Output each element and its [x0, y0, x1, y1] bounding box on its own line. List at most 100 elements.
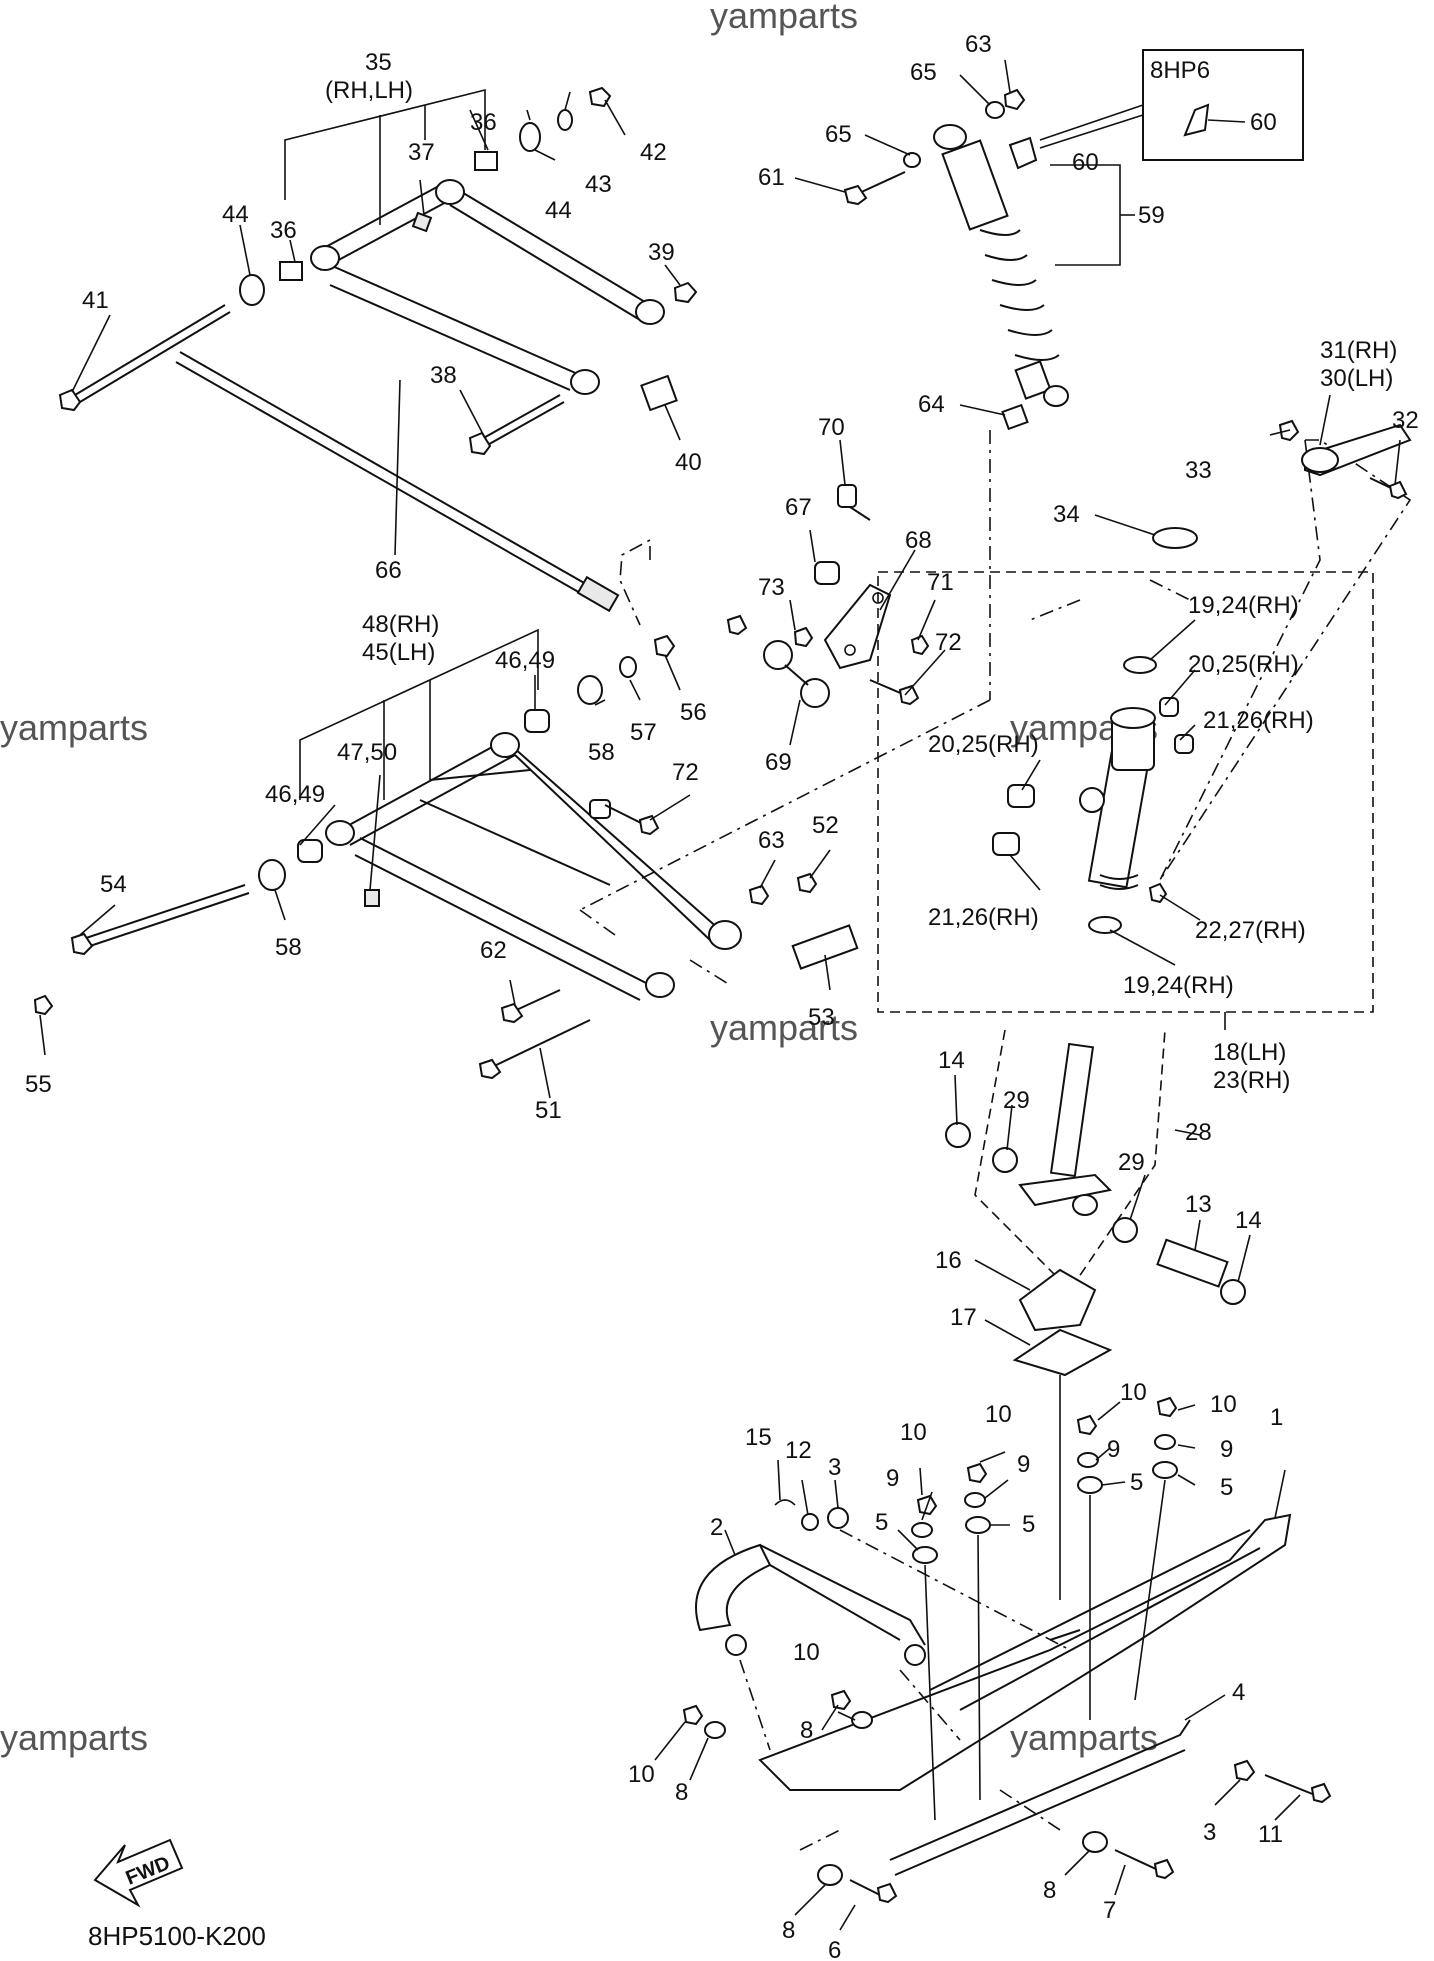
bolt-32[interactable] — [1369, 477, 1408, 500]
washer-9-c[interactable] — [1077, 1452, 1099, 1468]
nut-56[interactable] — [653, 634, 676, 658]
upper-arm-assembly[interactable] — [284, 88, 665, 395]
collar-21-lower[interactable] — [992, 832, 1020, 856]
lower-arm-assembly[interactable] — [299, 628, 742, 1001]
ski-1[interactable] — [758, 1513, 1292, 1791]
bushing-19-upper[interactable] — [1123, 656, 1157, 674]
nut-63-top[interactable] — [1003, 88, 1026, 111]
bracket-68[interactable] — [823, 583, 892, 670]
washer-5-a[interactable] — [912, 1546, 938, 1564]
washer-65-left[interactable] — [903, 152, 921, 168]
cap-34[interactable] — [1152, 527, 1198, 549]
bushing-14-left[interactable] — [945, 1122, 971, 1148]
leader-lines — [39, 59, 1401, 1931]
label-29-right: 29 — [1118, 1149, 1145, 1176]
bolt-62[interactable] — [500, 989, 561, 1024]
collar-13[interactable] — [1156, 1238, 1229, 1288]
bushing-29-left[interactable] — [992, 1147, 1018, 1173]
collar-21-upper[interactable] — [1174, 734, 1194, 754]
cotter-pin-15[interactable] — [774, 1499, 796, 1506]
nut-52[interactable] — [796, 872, 818, 894]
bolt-72-lower[interactable] — [604, 804, 660, 836]
washer-8-ski-left[interactable] — [704, 1721, 726, 1739]
bolt-54[interactable] — [70, 884, 250, 956]
ski-column-28[interactable] — [1018, 1042, 1113, 1216]
washer-9-d[interactable] — [1154, 1434, 1176, 1450]
plate-17[interactable] — [1012, 1328, 1113, 1377]
bushing-36-right[interactable] — [474, 151, 498, 171]
stabilizer-bar-66[interactable] — [175, 351, 620, 613]
label-60: 60 — [1072, 149, 1099, 176]
label-34: 34 — [1053, 501, 1080, 528]
collar-20-upper[interactable] — [1159, 697, 1179, 717]
bolt-41[interactable] — [58, 304, 231, 412]
washer-12[interactable] — [801, 1513, 819, 1531]
bolt-6[interactable] — [849, 1879, 898, 1904]
nut-10-d[interactable] — [1156, 1396, 1178, 1418]
nut-3-right[interactable] — [1233, 1759, 1256, 1782]
nut-73a[interactable] — [726, 614, 748, 636]
washer-65-top[interactable] — [985, 101, 1005, 119]
bolt-72-upper[interactable] — [869, 679, 920, 706]
bolt-11[interactable] — [1264, 1774, 1332, 1804]
nut-10-b[interactable] — [966, 1462, 988, 1484]
label-44-right: 44 — [545, 197, 572, 224]
wear-bar-4[interactable] — [889, 1719, 1191, 1876]
washer-9-a[interactable] — [911, 1522, 933, 1538]
nut-10-ski-left[interactable] — [682, 1704, 704, 1726]
bolt-38[interactable] — [468, 394, 565, 456]
grease-fitting-47[interactable] — [364, 889, 380, 907]
bolt-7[interactable] — [1114, 1849, 1175, 1880]
label-58-lower: 58 — [275, 934, 302, 961]
collar-40[interactable] — [640, 374, 678, 412]
nut-10-mid[interactable] — [830, 1689, 852, 1711]
washer-44-right[interactable] — [519, 122, 541, 152]
bolt-61[interactable] — [843, 171, 906, 206]
nut-55[interactable] — [33, 994, 54, 1016]
grease-fitting-22[interactable] — [1148, 882, 1168, 904]
link-rod-69[interactable] — [763, 640, 830, 708]
washer-8-bottom-left[interactable] — [817, 1864, 843, 1886]
bushing-14-right[interactable] — [1220, 1279, 1246, 1305]
washer-5-b[interactable] — [965, 1516, 991, 1534]
label-8-left: 8 — [675, 1779, 688, 1806]
washer-58-right[interactable] — [577, 675, 603, 705]
bushing-29-right[interactable] — [1112, 1217, 1138, 1243]
collar-53[interactable] — [791, 924, 859, 970]
cover-60[interactable] — [1008, 136, 1038, 170]
washer-57[interactable] — [619, 656, 637, 678]
bushing-36-left[interactable] — [279, 261, 303, 281]
steering-knuckle[interactable] — [1079, 707, 1156, 890]
nut-39[interactable] — [673, 281, 698, 304]
washer-8-mid[interactable] — [851, 1711, 873, 1729]
nut-63-lower[interactable] — [748, 884, 770, 906]
collar-64[interactable] — [1001, 403, 1029, 431]
watermark-right-lower: yamparts — [1010, 1717, 1158, 1758]
washer-58-left[interactable] — [258, 859, 286, 891]
washer-44-left[interactable] — [239, 274, 265, 306]
bushing-46-left[interactable] — [297, 839, 323, 863]
washer-8-bottom-right[interactable] — [1082, 1831, 1108, 1853]
washer-9-b[interactable] — [964, 1492, 986, 1508]
label-44-left: 44 — [222, 201, 249, 228]
ski-handle-2[interactable] — [695, 1543, 926, 1666]
label-63-lower: 63 — [758, 827, 785, 854]
washer-43[interactable] — [557, 109, 573, 131]
nut-71[interactable] — [910, 634, 930, 656]
fwd-arrow-icon: FWD — [93, 1838, 184, 1908]
nut-10-c[interactable] — [1076, 1414, 1098, 1436]
nut-73b[interactable] — [793, 626, 814, 648]
bolt-70[interactable] — [837, 484, 871, 521]
shock-absorber-59[interactable] — [933, 124, 1135, 407]
bushing-67[interactable] — [814, 561, 840, 585]
collar-20-lower[interactable] — [1007, 784, 1035, 808]
bushing-46-right[interactable] — [524, 709, 550, 733]
bushing-19-lower[interactable] — [1088, 916, 1122, 934]
washer-5-d[interactable] — [1152, 1461, 1178, 1479]
washer-5-c[interactable] — [1077, 1476, 1103, 1494]
steering-arm-30-31[interactable] — [1301, 423, 1412, 477]
label-14-left: 14 — [938, 1047, 965, 1074]
nut-3-left[interactable] — [827, 1507, 849, 1529]
bolt-51[interactable] — [478, 1019, 591, 1080]
damper-16[interactable] — [1018, 1268, 1097, 1332]
